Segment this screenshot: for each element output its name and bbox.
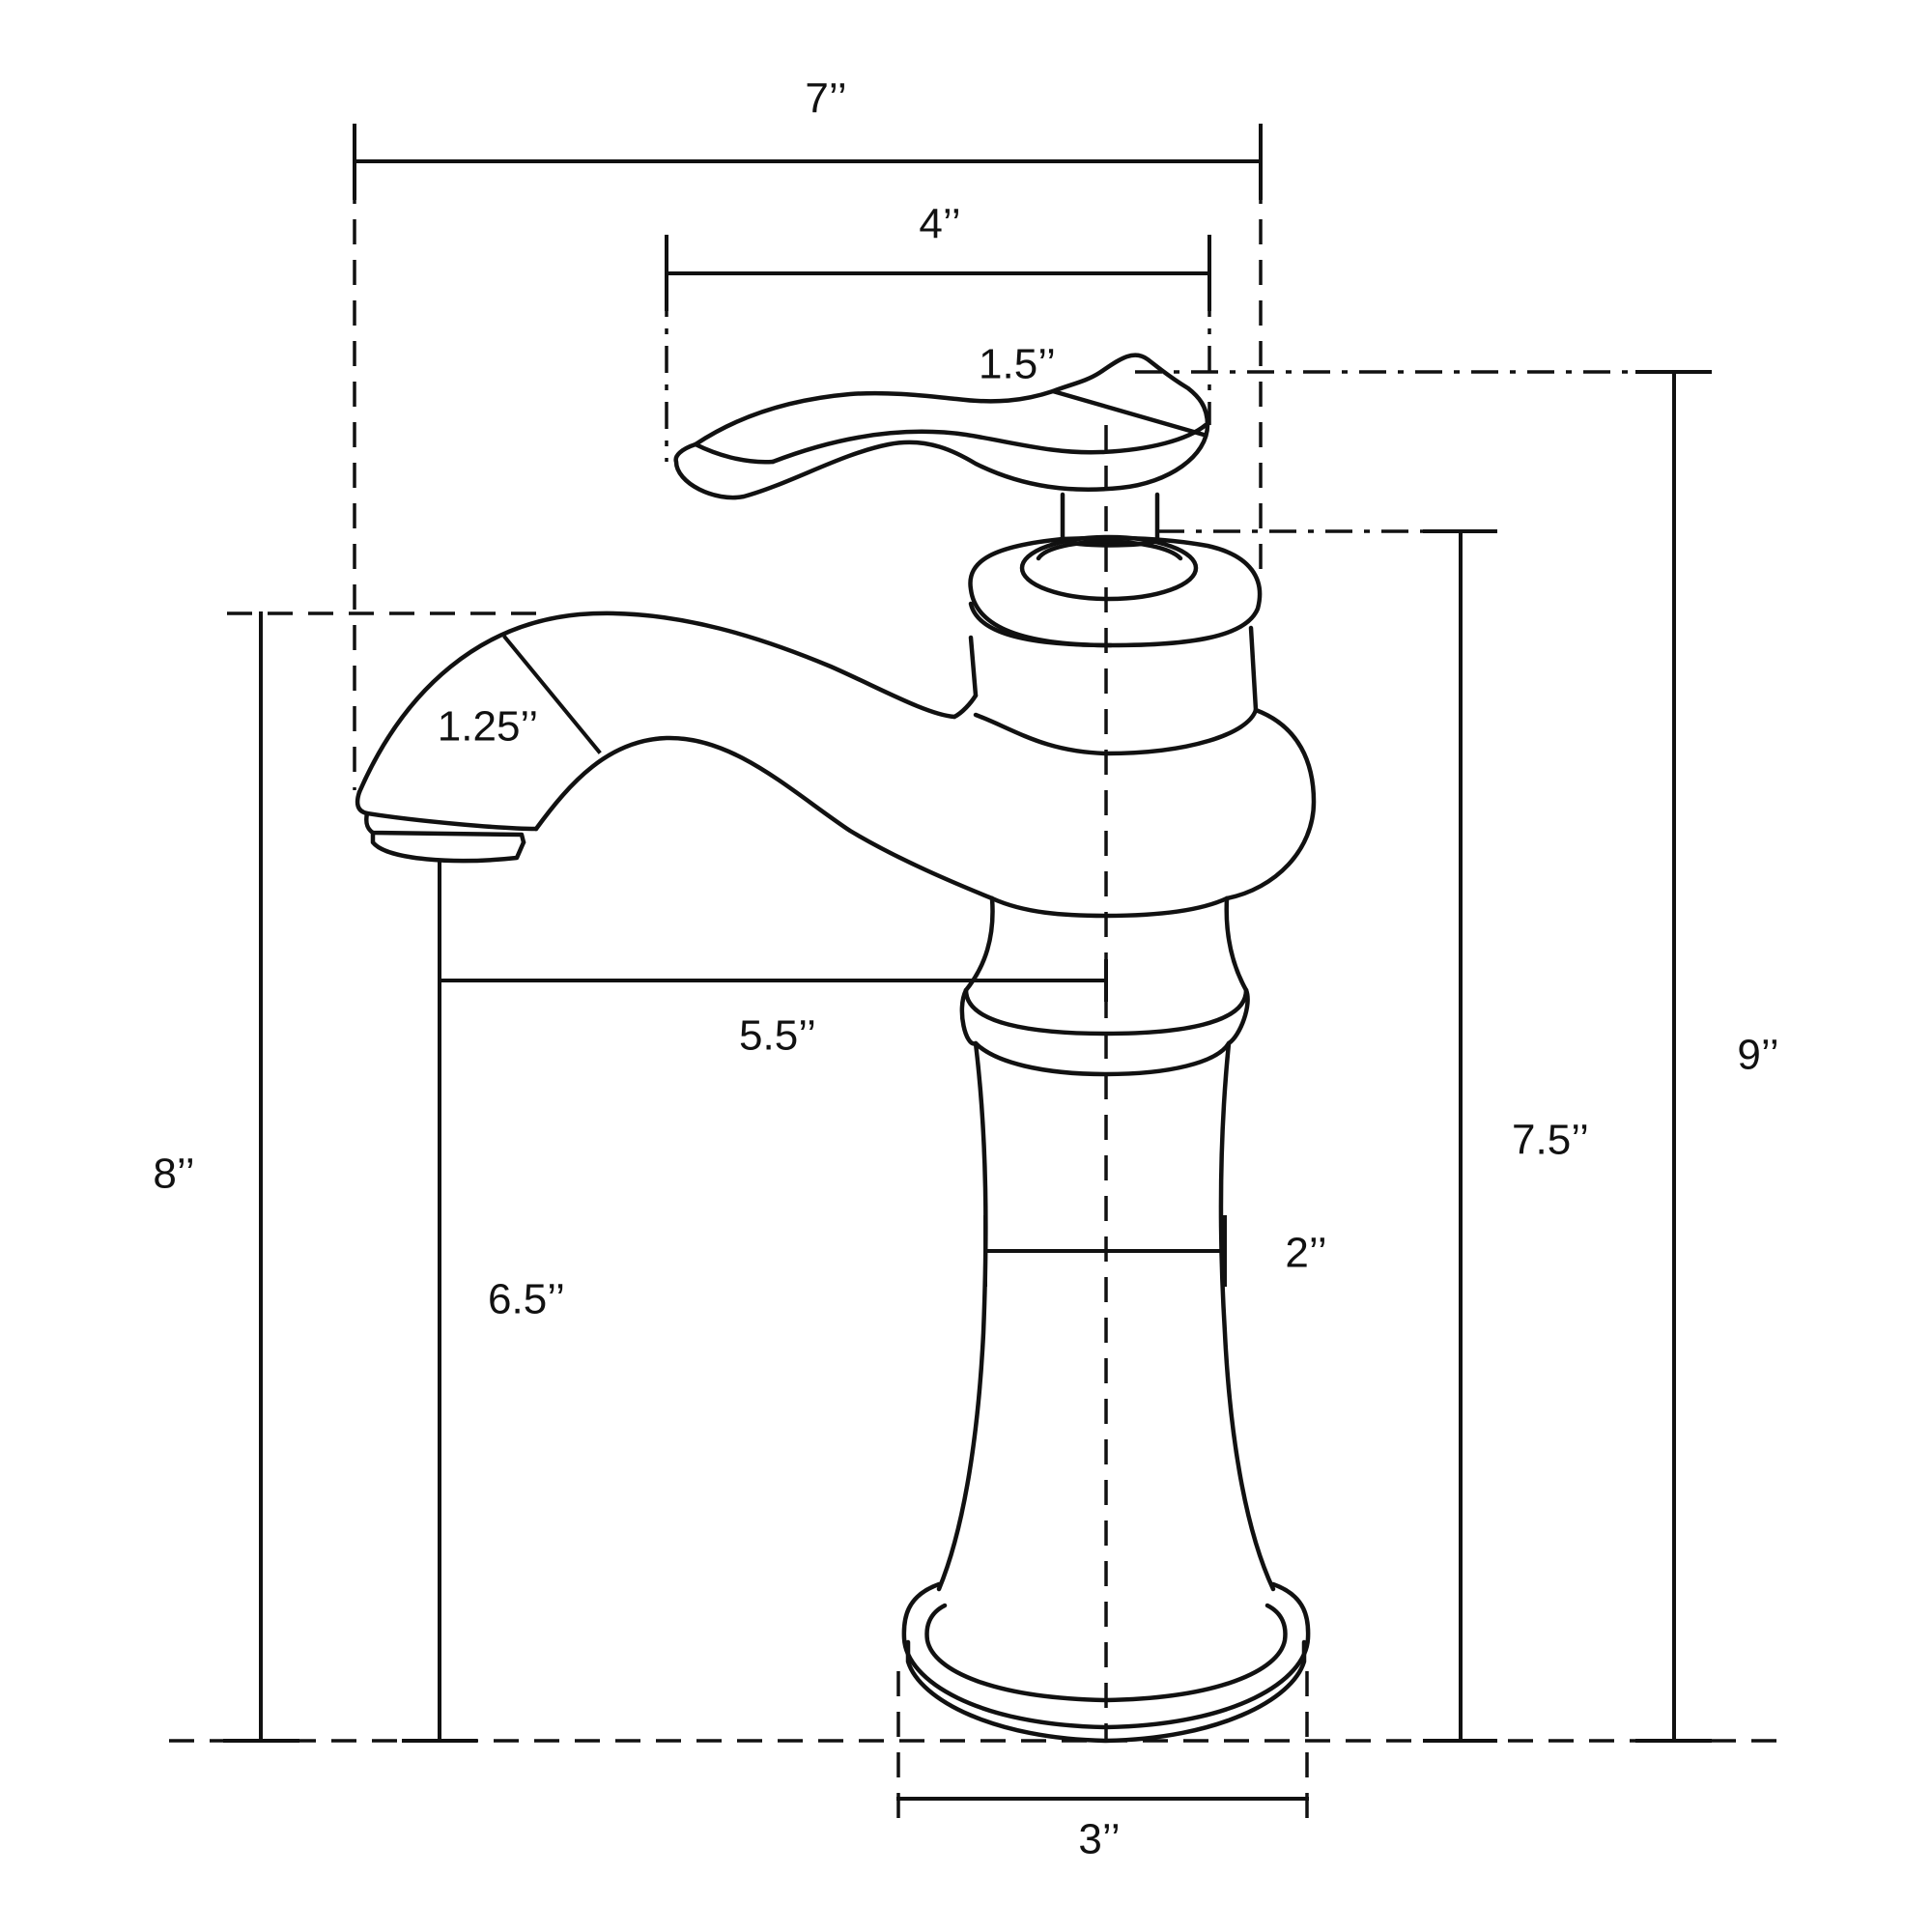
label-spout-thickness: 1.25’’: [438, 703, 538, 751]
faucet-body: [936, 1040, 1276, 1592]
faucet-cap: [968, 534, 1263, 713]
label-overall-width: 7’’: [805, 75, 846, 123]
dimension-body-diameter: [983, 1215, 1227, 1287]
faucet-handle-stem: [1060, 492, 1160, 548]
dimension-lines: [223, 124, 1712, 1801]
dimension-overall-width: [353, 124, 1263, 200]
dimension-spout-reach: [438, 959, 1108, 1002]
dimension-handle-width: [665, 235, 1211, 311]
label-handle-width: 4’’: [919, 201, 960, 248]
label-spout-reach: 5.5’’: [739, 1012, 816, 1060]
label-spout-clearance: 6.5’’: [488, 1276, 565, 1323]
dimension-spout-thickness: [502, 635, 602, 754]
extension-lines: [169, 179, 1792, 1831]
dimension-labels: 7’’ 4’’ 1.5’’ 1.25’’ 5.5’’ 8’’ 6.5’’ 2’’…: [153, 75, 1778, 1863]
faucet-spout: [355, 611, 1317, 919]
dimension-overall-height: [1635, 370, 1712, 1743]
label-handle-thickness: 1.5’’: [979, 341, 1056, 388]
label-body-diameter: 2’’: [1285, 1230, 1326, 1277]
label-overall-height: 9’’: [1737, 1032, 1778, 1079]
label-base-diameter: 3’’: [1078, 1816, 1120, 1863]
faucet-outline: [355, 353, 1317, 1744]
dimension-spout-height: [223, 611, 299, 1743]
label-body-height: 7.5’’: [1512, 1117, 1589, 1164]
dimension-spout-clearance: [402, 860, 477, 1743]
label-spout-height: 8’’: [153, 1151, 194, 1198]
dimension-body-height: [1423, 529, 1497, 1743]
faucet-lever-handle: [673, 353, 1210, 500]
